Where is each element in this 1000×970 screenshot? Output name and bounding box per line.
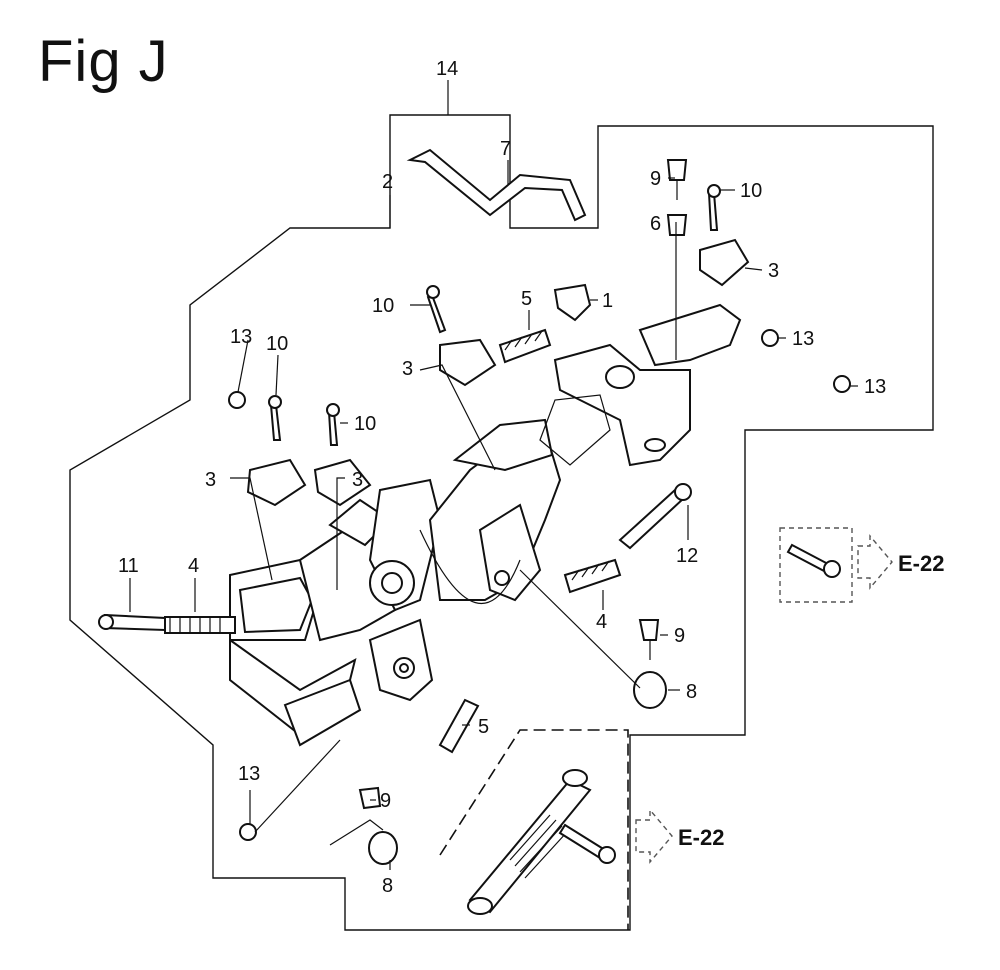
- callout-8: 8: [382, 875, 393, 897]
- callout-4: 4: [188, 555, 199, 577]
- callout-8: 8: [686, 681, 697, 703]
- callout-9: 9: [674, 625, 685, 647]
- callout-9: 9: [380, 790, 391, 812]
- callout-14: 14: [436, 58, 458, 80]
- callout-12: 12: [676, 545, 698, 567]
- callout-3: 3: [205, 469, 216, 491]
- figure-title: Fig J: [38, 29, 169, 94]
- callout-5: 5: [478, 716, 489, 738]
- callout-10: 10: [354, 413, 376, 435]
- callout-labels: 14 2 7 9 10 6 3 1 5 10 3 13 13 13 10 10 …: [118, 58, 944, 897]
- callout-13: 13: [864, 376, 886, 398]
- callout-13: 13: [792, 328, 814, 350]
- callout-1: 1: [602, 290, 613, 312]
- group-outline: [69, 114, 934, 931]
- callout-10: 10: [372, 295, 394, 317]
- callout-13: 13: [238, 763, 260, 785]
- callout-10: 10: [266, 333, 288, 355]
- callout-3: 3: [402, 358, 413, 380]
- e22-arrow-right-top: [857, 534, 893, 590]
- callout-3: 3: [352, 469, 363, 491]
- callout-11: 11: [118, 555, 139, 577]
- callout-6: 6: [650, 213, 661, 235]
- callout-3: 3: [768, 260, 779, 282]
- sub-assembly-region: [439, 729, 629, 930]
- reference-e22-top: E-22: [898, 551, 944, 576]
- callout-7: 7: [500, 138, 511, 160]
- governor-bracket-assembly: [98, 148, 853, 915]
- callout-5: 5: [521, 288, 532, 310]
- reference-e22-bottom: E-22: [678, 825, 724, 850]
- callout-13: 13: [230, 326, 252, 348]
- callout-2: 2: [382, 171, 393, 193]
- callout-9: 9: [650, 168, 661, 190]
- callout-4: 4: [596, 611, 607, 633]
- callout-10: 10: [740, 180, 762, 202]
- leader-lines: [129, 80, 858, 870]
- e22-arrow-right-bottom: [635, 808, 673, 864]
